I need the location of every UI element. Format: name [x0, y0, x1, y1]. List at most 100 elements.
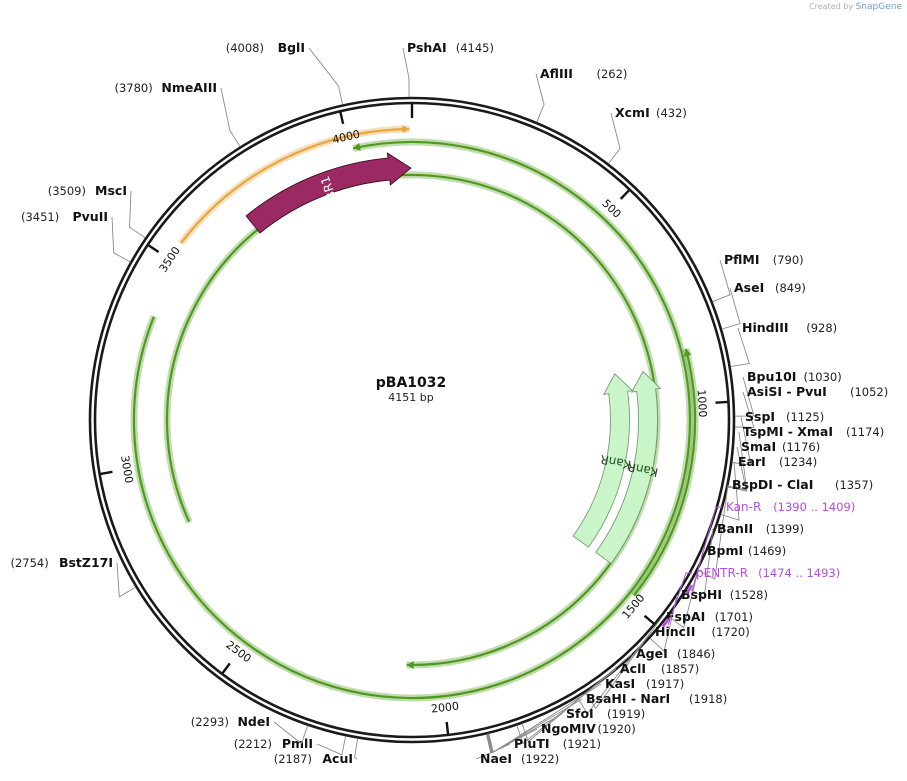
site-agei[interactable]: AgeI(1846) [521, 646, 715, 743]
site-position: (4145) [456, 41, 494, 55]
site-position: (1176) [782, 440, 820, 454]
site-name: PflMI [724, 252, 760, 267]
site-leader-line [734, 376, 755, 417]
site-msci[interactable]: MscI (3509) [48, 183, 146, 239]
site-leader-line [220, 87, 241, 147]
site-position: (2187) [274, 752, 312, 766]
site-position: (1030) [804, 370, 842, 384]
site-leader-line [521, 653, 633, 743]
tick-3000: 3000 [100, 454, 136, 484]
site-asei[interactable]: AseI (849) [721, 280, 806, 330]
site-asisi-pvui[interactable]: AsiSI - PvuI(1052) [734, 384, 888, 428]
site-name: PmlI [282, 736, 313, 751]
site-name: AcuI [322, 751, 353, 766]
site-pshai[interactable]: PshAI(4145) [402, 40, 494, 98]
site-position: (1469) [748, 544, 786, 558]
site-hindiii[interactable]: HindIII(928) [730, 320, 838, 368]
site-position: (1052) [850, 385, 888, 399]
site-leader-line [727, 446, 748, 492]
site-name: XcmI [615, 105, 650, 120]
site-eari[interactable]: EarI(1234) [720, 454, 817, 521]
primer-kan-r[interactable]: Kan-R(1390 .. 1409) [685, 500, 856, 595]
site-sfoi[interactable]: SfoI(1919) [487, 706, 645, 754]
site-position: (1174) [846, 425, 884, 439]
primers: Kan-R(1390 .. 1409)pENTR-R(1474 .. 1493) [661, 500, 856, 628]
site-name: MscI [95, 183, 127, 198]
site-banii[interactable]: BanII (1399) [687, 521, 804, 599]
tick-2000: 2000 [430, 700, 460, 735]
feature-arrow [595, 370, 662, 565]
site-bpu10i[interactable]: Bpu10I(1030) [734, 369, 842, 417]
site-leader-line [116, 562, 136, 598]
site-pmli[interactable]: PmlI (2212) [234, 736, 347, 756]
feature-kanr[interactable]: KanR [595, 370, 662, 565]
site-name: SspI [745, 409, 775, 424]
site-bpmi[interactable]: BpmI (1469) [668, 543, 787, 629]
primer-leader-line [667, 572, 692, 625]
site-fspai[interactable]: FspAI(1701) [585, 609, 753, 710]
site-position: (4008) [226, 41, 264, 55]
site-name: NaeI [480, 751, 512, 766]
site-leader-line [402, 47, 410, 98]
site-leader-line [697, 484, 729, 580]
site-bstz17i[interactable]: BstZ17I(2754) [11, 555, 136, 598]
site-afliii[interactable]: AflIII(262) [535, 66, 627, 123]
tick-label: 4000 [331, 128, 361, 147]
site-name: BanII [717, 521, 753, 536]
site-position: (1399) [766, 522, 804, 536]
feature-arrow [245, 152, 412, 234]
site-position: (3780) [115, 81, 153, 95]
site-smai[interactable]: SmaI (1176) [727, 439, 820, 492]
feature-kanr[interactable]: KanR [572, 373, 634, 548]
primer-position: (1474 .. 1493) [758, 566, 840, 580]
site-position: (1918) [689, 692, 727, 706]
site-position: (3509) [48, 184, 86, 198]
site-bsphi[interactable]: BspHI(1528) [649, 587, 768, 652]
plasmid-name: pBA1032 [376, 375, 447, 391]
site-bgli[interactable]: BglI (4008) [226, 40, 344, 105]
site-name: BsaHI - NarI [586, 691, 670, 706]
site-bspdi-clai[interactable]: BspDI - ClaI(1357) [697, 477, 873, 580]
site-position: (1125) [786, 410, 824, 424]
site-tspmi-xmai[interactable]: TspMI - XmaI (1174) [728, 424, 884, 491]
primer-pentr-r[interactable]: pENTR-R(1474 .. 1493) [661, 566, 840, 628]
site-pflmi[interactable]: PflMI(790) [712, 252, 804, 303]
restriction-sites: PshAI(4145) AflIII(262)XcmI(432) PflMI(790… [11, 40, 889, 766]
site-leader-line [721, 287, 741, 330]
site-xcmi[interactable]: XcmI(432) [608, 105, 687, 164]
site-leader-line [734, 391, 755, 428]
site-leader-line [730, 327, 750, 368]
primer-name: Kan-R [726, 500, 761, 514]
orf-arcs [130, 125, 699, 702]
site-bsahi-nari[interactable]: BsaHI - NarI (1918) [487, 691, 727, 753]
site-position: (1701) [715, 610, 753, 624]
site-nmeaiii[interactable]: NmeAIII(3780) [115, 80, 241, 147]
site-leader-line [354, 738, 359, 760]
site-pvuii[interactable]: PvuII(3451) [21, 209, 131, 263]
site-name: SfoI [566, 706, 594, 721]
site-position: (2212) [234, 737, 272, 751]
site-hincii[interactable]: HincII(1720) [577, 624, 750, 715]
site-acli[interactable]: AclI(1857) [516, 661, 699, 745]
site-leader-line [129, 190, 146, 239]
site-name: SmaI [741, 439, 776, 454]
site-name: PluTI [514, 736, 550, 751]
site-position: (1720) [712, 625, 750, 639]
site-acui[interactable]: AcuI (2187) [274, 738, 359, 766]
feature-label: KanR [626, 459, 659, 479]
orf-arrowhead [402, 125, 410, 134]
orf-arrowhead [683, 348, 692, 357]
site-name: AseI [734, 280, 764, 295]
plasmid-backbone [88, 96, 736, 744]
site-pluti[interactable]: PluTI(1921) [486, 734, 601, 754]
site-name: BpmI [707, 543, 743, 558]
site-ndei[interactable]: NdeI(2293) [191, 714, 309, 745]
site-sspi[interactable]: SspI (1125) [732, 409, 824, 466]
site-name: TspMI - XmaI [743, 424, 833, 439]
tick-1000: 1000 [695, 389, 728, 418]
site-name: KasI [605, 676, 635, 691]
site-position: (849) [775, 281, 806, 295]
site-name: BglI [278, 40, 305, 55]
site-naei[interactable]: NaeI(1922) [475, 734, 559, 766]
